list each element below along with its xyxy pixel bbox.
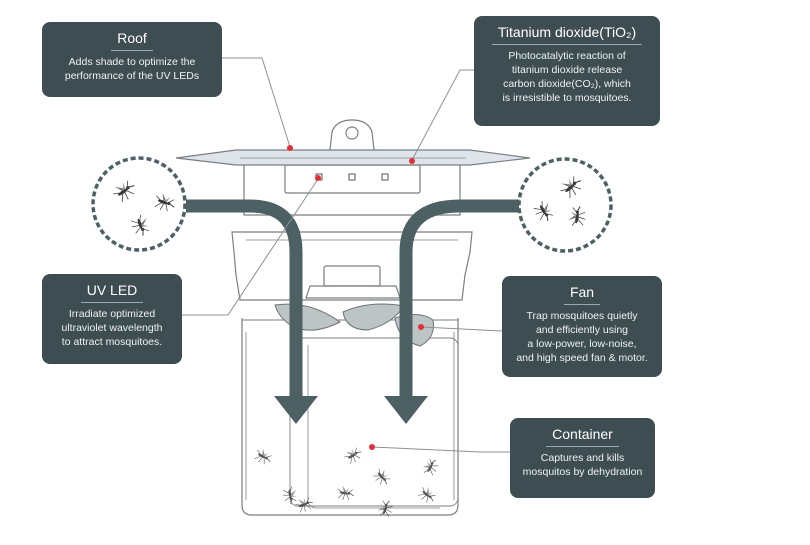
tio2-callout: Titanium dioxide(TiO₂) Photocatalytic re… [474, 16, 660, 126]
mosquito-icon [251, 445, 275, 468]
tio2-marker [409, 158, 415, 164]
mosquito-icon [419, 455, 442, 479]
mosquito-icon [341, 444, 365, 467]
container-leader [371, 446, 510, 453]
markers [287, 145, 424, 450]
roof-title: Roof [111, 28, 153, 51]
mosquito-circle-left [91, 156, 187, 252]
tio2-title: Titanium dioxide(TiO₂) [491, 22, 643, 45]
roof-leader [222, 57, 291, 148]
hanging-handle [329, 119, 375, 151]
fan-callout: Fan Trap mosquitoes quietly and efficien… [502, 276, 662, 377]
uvled-description: Irradiate optimized ultraviolet waveleng… [61, 308, 163, 348]
roof-marker [287, 145, 293, 151]
container-title: Container [546, 424, 619, 447]
airflow-arrow-left [186, 199, 318, 424]
uvled-marker [315, 175, 321, 181]
leader-lines [182, 57, 510, 453]
mosquito-icon [375, 497, 396, 520]
inner-chamber [289, 337, 459, 507]
roof [175, 149, 531, 166]
uvled-leader [182, 178, 319, 316]
roof-description: Adds shade to optimize the performance o… [64, 56, 200, 82]
middle-shell [231, 231, 473, 301]
fan-marker [418, 324, 424, 330]
motor-housing [323, 265, 381, 287]
mosquito-icon [415, 483, 439, 507]
container-marker [369, 444, 375, 450]
tio2-leader [411, 69, 474, 161]
lower-container [241, 318, 459, 516]
tio2-description: Photocatalytic reaction of titanium diox… [502, 50, 632, 104]
fan-title: Fan [563, 282, 601, 305]
uvled-title: UV LED [80, 280, 144, 303]
fan-description: Trap mosquitoes quietly and efficiently … [516, 310, 648, 364]
uvled-callout: UV LED Irradiate optimized ultraviolet w… [42, 274, 182, 364]
airflow-arrow-right [384, 199, 524, 424]
mosquito-icon [370, 465, 394, 489]
led-indicators [315, 173, 389, 181]
mosquito-icon [293, 494, 316, 515]
roof-callout: Roof Adds shade to optimize the performa… [42, 22, 222, 97]
fan-leader [421, 326, 503, 332]
container-callout: Container Captures and kills mosquitos b… [510, 418, 655, 498]
mosquito-icon [335, 484, 356, 503]
container-description: Captures and kills mosquitos by dehydrat… [522, 452, 643, 478]
upper-housing [243, 160, 461, 216]
led-panel [284, 164, 421, 194]
mosquito-circle-right [517, 157, 613, 253]
